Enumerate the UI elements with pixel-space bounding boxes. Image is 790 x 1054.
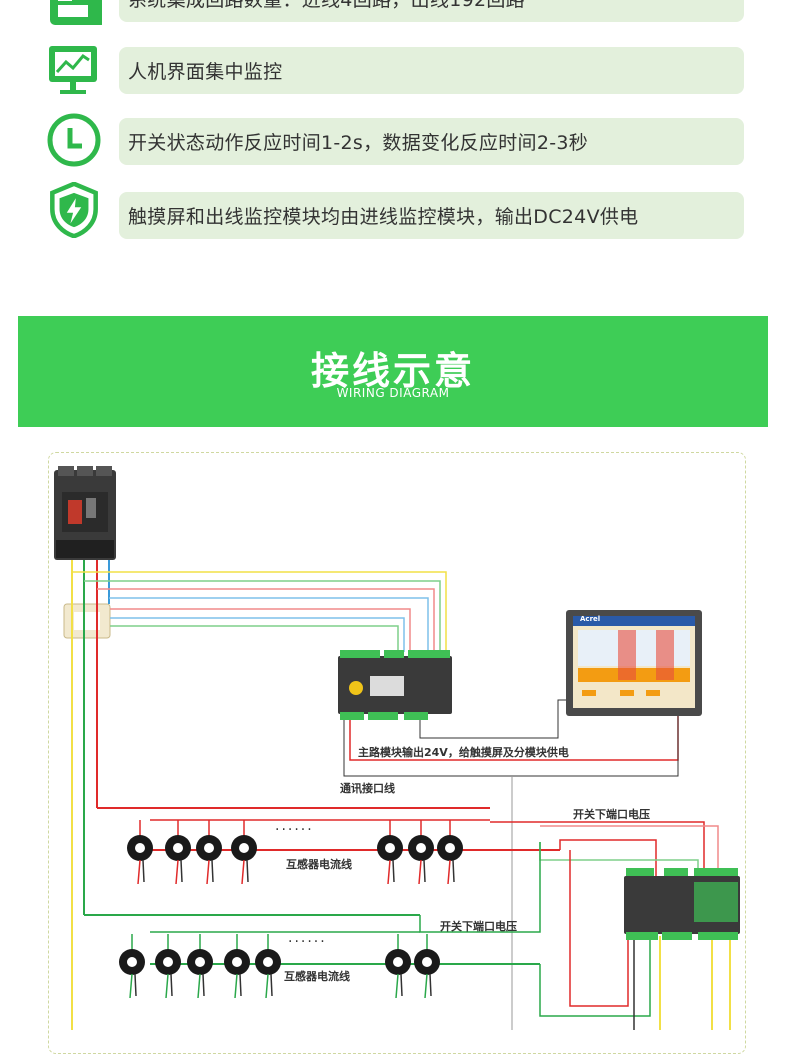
current-sensor xyxy=(385,934,411,999)
ct-row-2 xyxy=(119,934,440,999)
current-sensor xyxy=(437,820,463,885)
current-sensor xyxy=(414,934,440,999)
monitor-icon xyxy=(49,46,97,94)
current-sensor xyxy=(155,934,181,999)
current-sensor xyxy=(119,934,145,999)
current-sensor xyxy=(196,820,222,885)
screen-brand: Acrel xyxy=(580,615,601,623)
feature-text: 触摸屏和出线监控模块均由进线监控模块，输出DC24V供电 xyxy=(119,192,744,239)
current-sensor xyxy=(231,820,257,885)
current-sensor xyxy=(187,934,213,999)
shield-bolt-icon xyxy=(50,182,98,238)
section-subtitle: WIRING DIAGRAM xyxy=(336,386,450,400)
main-monitoring-module xyxy=(338,650,452,720)
current-sensor xyxy=(377,820,403,885)
section-banner: 接线示意 WIRING DIAGRAM xyxy=(18,316,768,427)
current-sensor xyxy=(127,820,153,885)
module-icon xyxy=(50,0,102,25)
label-comm-line: 通讯接口线 xyxy=(340,782,395,795)
circuit-breaker xyxy=(54,466,116,560)
current-sensor xyxy=(255,934,281,999)
ct-row-1 xyxy=(127,820,463,885)
clock-icon xyxy=(47,113,101,167)
current-sensor xyxy=(224,934,250,999)
touch-screen xyxy=(566,610,702,716)
section-title: 接线示意 xyxy=(310,349,475,393)
current-sensor xyxy=(165,820,191,885)
branch-monitoring-module xyxy=(624,868,740,940)
label-switch-voltage-1: 开关下端口电压 xyxy=(573,808,650,821)
label-ct-line-2: 互感器电流线 xyxy=(284,970,350,983)
dots-ellipsis-2: ······ xyxy=(288,934,327,950)
wiring-diagram xyxy=(54,466,740,1030)
current-transformer-main xyxy=(63,603,111,639)
feature-text: 人机界面集中监控 xyxy=(119,47,744,94)
dots-ellipsis-1: ······ xyxy=(275,822,314,838)
current-sensor xyxy=(408,820,434,885)
label-switch-voltage-2: 开关下端口电压 xyxy=(440,920,517,933)
feature-text: 开关状态动作反应时间1-2s，数据变化反应时间2-3秒 xyxy=(119,118,744,165)
feature-text: 系统集成回路数量：进线4回路，出线192回路 xyxy=(119,0,744,22)
label-ct-line-1: 互感器电流线 xyxy=(286,858,352,871)
label-main-power: 主路模块输出24V，给触摸屏及分模块供电 xyxy=(358,746,569,759)
